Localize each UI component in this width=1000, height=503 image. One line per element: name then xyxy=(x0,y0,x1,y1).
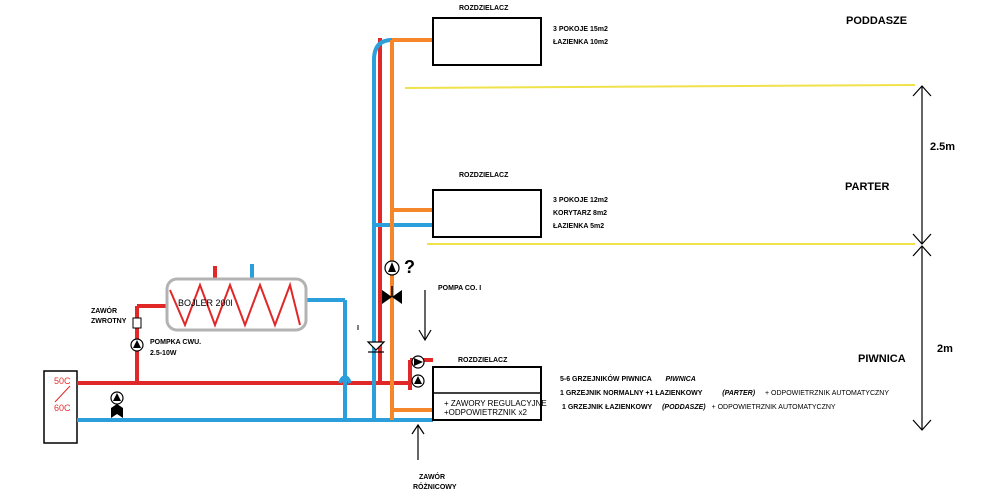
question-mark: ? xyxy=(404,257,415,277)
dhw-tank-label: BOJLER 200l xyxy=(178,298,233,308)
supply-pipe xyxy=(77,38,433,390)
manifold-top xyxy=(432,17,542,66)
manifold-top-label: ROZDZIELACZ xyxy=(459,5,509,12)
note-line-3: 1 GRZEJNIK ŁAZIENKOWY (PODDASZE) + ODPOW… xyxy=(562,404,836,411)
note-line-1: 5-6 GRZEJNIKÓW PIWNICA PIWNICA xyxy=(560,376,696,383)
note-line-2: 1 GRZEJNIK NORMALNY +1 ŁAZIENKOWY (PARTE… xyxy=(560,390,889,397)
manifold-middle-label: ROZDZIELACZ xyxy=(459,172,509,179)
riser-pipe xyxy=(390,38,433,420)
manifold-top-room-1: 3 POKOJE 15m2 xyxy=(553,26,608,33)
diff-valve-label-1: ZAWÓR xyxy=(419,474,446,481)
heating-boiler-box xyxy=(43,370,78,444)
note-line-2-extra: + ODPOWIETRZNIK AUTOMATYCZNY xyxy=(765,390,890,397)
floor-attic-label: PODDASZE xyxy=(846,15,908,27)
manifold-middle-room-3: ŁAZIENKA 5m2 xyxy=(553,223,605,230)
main-pump-symbol xyxy=(110,391,124,418)
diff-valve-label-2: RÓŻNICOWY xyxy=(413,484,457,491)
dimension-lower-label: 2m xyxy=(937,343,953,355)
dimension-upper xyxy=(912,85,932,245)
supply-temp-label: 50C xyxy=(54,376,71,386)
manifold-bottom-line-1: + ZAWORY REGULACYJNE xyxy=(444,399,547,408)
pump-co-arrow xyxy=(418,290,432,342)
manifold-middle-room-2: KORYTARZ 8m2 xyxy=(553,210,608,217)
dhw-pump-label-2: 2.5-10W xyxy=(150,350,177,357)
note-line-3-text: 1 GRZEJNIK ŁAZIENKOWY xyxy=(562,404,653,411)
floor-basement-label: PIWNICA xyxy=(858,353,906,365)
dhw-pump-symbol xyxy=(130,338,144,352)
manifold-top-room-2: ŁAZIENKA 10m2 xyxy=(553,39,608,46)
manifold-pump-symbol xyxy=(411,355,425,388)
pump-co-label: POMPA CO. I xyxy=(438,285,482,292)
manifold-middle xyxy=(432,189,542,238)
note-line-1-text: 5-6 GRZEJNIKÓW PIWNICA xyxy=(560,376,652,383)
heating-coil xyxy=(169,281,301,328)
check-valve-label-2: ZWROTNY xyxy=(91,318,127,325)
dimension-lower xyxy=(912,245,932,431)
upper-pump-symbol xyxy=(382,260,402,304)
manifold-bottom-line-2: +ODPOWIETRZNIK x2 xyxy=(444,408,527,417)
check-valve xyxy=(132,317,142,329)
note-line-3-extra: + ODPOWIETRZNIK AUTOMATYCZNY xyxy=(711,404,836,411)
floor-line-attic xyxy=(404,84,916,89)
check-valve-label-1: ZAWÓR xyxy=(91,308,118,315)
manifold-bottom-label: ROZDZIELACZ xyxy=(458,357,508,364)
note-line-2-tag: (PARTER) xyxy=(722,390,756,397)
pipe-crossings xyxy=(338,375,352,384)
note-line-2-text: 1 GRZEJNIK NORMALNY +1 ŁAZIENKOWY xyxy=(560,390,703,397)
dhw-pump-label-1: POMPKA CWU. xyxy=(150,339,202,346)
dimension-upper-label: 2.5m xyxy=(930,141,956,153)
note-line-1-tag: PIWNICA xyxy=(665,376,696,383)
note-line-3-tag: (PODDASZE) xyxy=(662,404,706,411)
bypass-valve-symbol xyxy=(366,341,386,353)
manifold-middle-room-1: 3 POKOJE 12m2 xyxy=(553,197,608,204)
boiler-divider xyxy=(54,385,71,403)
floor-ground-label: PARTER xyxy=(845,181,890,193)
diff-valve-arrow xyxy=(411,423,425,460)
return-temp-label: 60C xyxy=(54,403,71,413)
